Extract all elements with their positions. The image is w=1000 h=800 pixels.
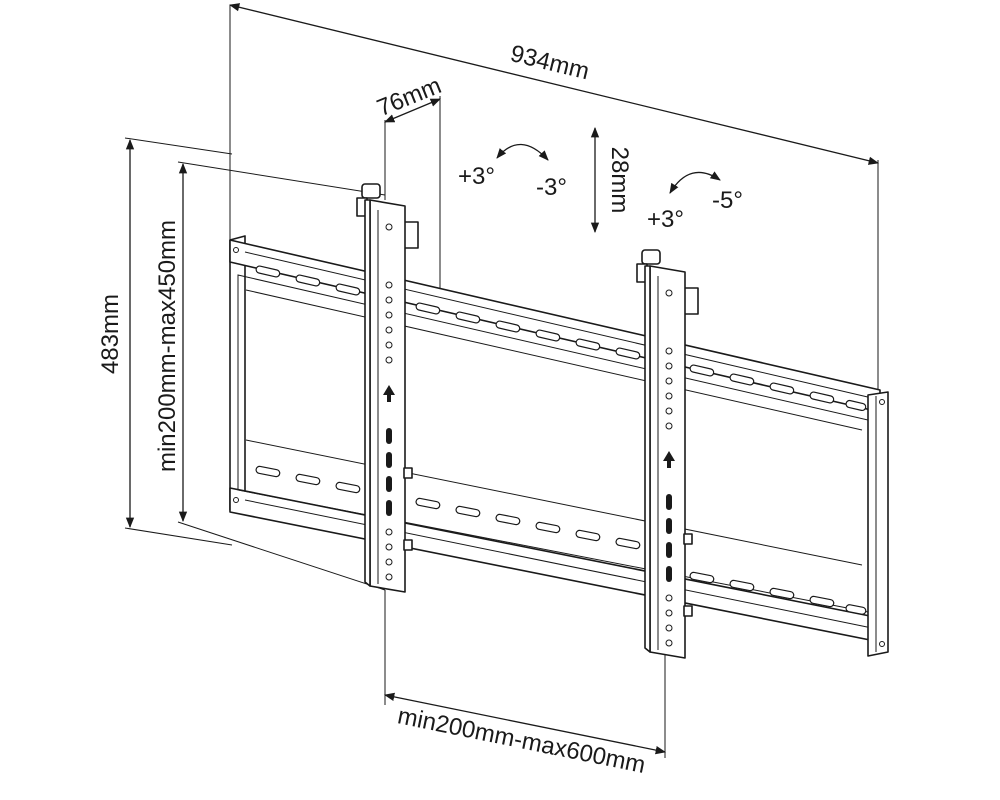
left-tilt-positive-label: +3° bbox=[458, 163, 495, 190]
left-mounting-arm bbox=[356, 183, 419, 593]
top-rail-slots bbox=[255, 265, 867, 412]
depth-label: 76mm bbox=[373, 72, 445, 122]
overall-width-label: 934mm bbox=[508, 40, 592, 85]
vertical-adjust-label: 28mm bbox=[606, 147, 633, 214]
dimension-lines bbox=[124, 3, 880, 758]
right-tilt-positive-label: +3° bbox=[647, 206, 684, 233]
bottom-rail-slots bbox=[255, 465, 867, 615]
right-tilt-negative-label: -5° bbox=[712, 187, 743, 214]
overall-height-label: 483mm bbox=[97, 294, 124, 374]
left-tilt-negative-label: -3° bbox=[536, 174, 567, 201]
right-mounting-arm bbox=[636, 249, 699, 659]
vertical-hole-range-label: min200mm-max450mm bbox=[154, 220, 181, 472]
